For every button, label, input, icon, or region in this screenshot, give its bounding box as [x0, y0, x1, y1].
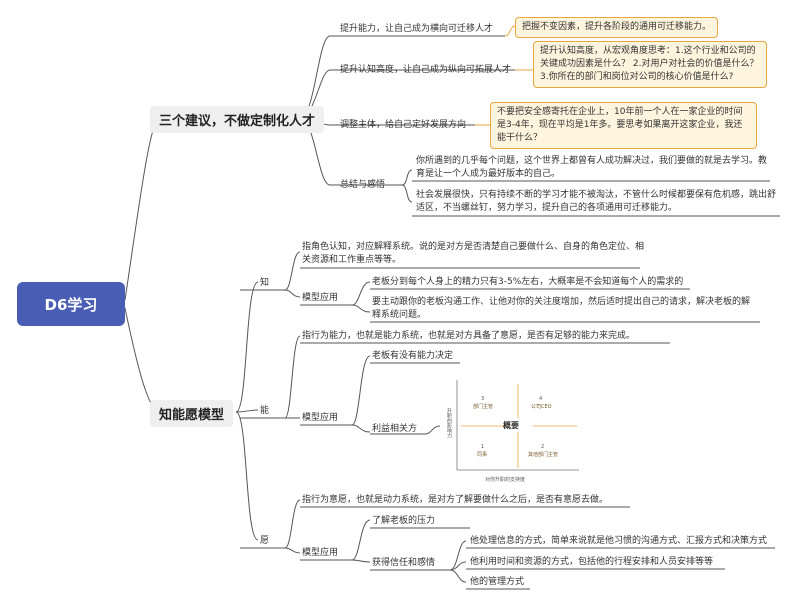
matrix-title: 概要 [503, 421, 519, 430]
quadrant-3-number: 3 [481, 396, 485, 402]
yuan-app-trust: 获得信任和感情 [372, 558, 436, 568]
suggestion-2-note: 提升认知高度，从宏观角度思考：1.这个行业和公司的关键成功因素是什么？ 2.对用… [533, 41, 767, 88]
neng-app-boss-decision: 老板有没有能力决定 [372, 351, 454, 361]
link-root-branch2 [124, 307, 161, 413]
trust-item-2: 他利用时间和资源的方式，包括他的行程安排和人员安排等等 [470, 557, 714, 567]
quadrant-1-label: 同事 [477, 452, 488, 458]
quadrant-3-label: 部门主管 [473, 404, 494, 410]
neng-description: 指行为能力，也就是能力系统，也就是对方具备了意愿，是否有足够的能力来完成。 [302, 331, 636, 341]
branch-zhi-neng-yuan-model[interactable]: 知能愿模型 [150, 400, 234, 427]
yuan-description: 指行为意愿，也就是动力系统，是对方了解要做什么之后，是否有意愿去做。 [302, 495, 609, 505]
yuan-app-boss-pressure: 了解老板的压力 [372, 516, 436, 526]
suggestion-1[interactable]: 提升能力，让自己成为横向可迁移人才 [340, 24, 494, 34]
neng-model-label[interactable]: 模型应用 [302, 413, 339, 423]
matrix-axes [456, 380, 579, 471]
zhi-description: 指角色认知，对应解释系统。说的是对方是否清楚自己要做什么、自身的角色定位、相关资… [302, 242, 645, 265]
suggestion-3-note: 不要把安全感寄托在企业上，10年前一个人在一家企业的时间是3-4年，现在平均是1… [490, 102, 757, 149]
suggestion-3[interactable]: 调整主体，给自己定好发展方向 [340, 120, 467, 130]
quadrant-2-number: 2 [541, 444, 545, 450]
neng-label[interactable]: 能 [260, 406, 270, 416]
root-topic[interactable]: D6学习 [17, 282, 125, 326]
neng-app-stakeholders: 利益相关方 [372, 424, 418, 434]
matrix-x-axis-label: 对你升职的支持度 [485, 477, 526, 483]
trust-item-1: 他处理信息的方式，简单来说就是他习惯的沟通方式、汇报方式和决策方式 [470, 536, 768, 546]
quadrant-1-number: 1 [481, 444, 485, 450]
branch-three-suggestions[interactable]: 三个建议，不做定制化人才 [150, 106, 325, 133]
summary-label[interactable]: 总结与感悟 [340, 180, 386, 190]
stakeholder-matrix: 概要 升职的影响力 对你升职的支持度 3 部门主管 4 公司CEO 1 同事 2… [443, 374, 583, 486]
quadrant-4-number: 4 [539, 396, 543, 402]
zhi-model-label[interactable]: 模型应用 [302, 293, 339, 303]
suggestion-2[interactable]: 提升认知高度，让自己成为纵向可拓展人才 [340, 65, 512, 75]
yuan-model-label[interactable]: 模型应用 [302, 548, 339, 558]
suggestion-1-note: 把握不变因素，提升各阶段的通用可迁移能力。 [515, 17, 719, 38]
zhi-label[interactable]: 知 [260, 278, 270, 288]
trust-item-3: 他的管理方式 [470, 577, 525, 587]
yuan-label[interactable]: 愿 [260, 536, 270, 546]
link-root-branch1 [124, 117, 161, 301]
quadrant-2-label: 其他部门主管 [528, 452, 559, 458]
quadrant-4-label: 公司CEO [531, 404, 552, 410]
summary-point-1: 你所遇到的几乎每个问题，这个世界上都曾有人成功解决过，我们要做的就是去学习。教育… [416, 156, 768, 179]
summary-point-2: 社会发展很快，只有持续不断的学习才能不被淘汰，不管什么时候都要保有危机感，跳出舒… [416, 190, 777, 213]
zhi-app-1: 老板分到每个人身上的精力只有3-5%左右，大概率是不会知道每个人的需求的 [372, 277, 684, 287]
matrix-y-axis-label: 升职的影响力 [446, 408, 452, 438]
zhi-app-2: 要主动跟你的老板沟通工作、让他对你的关注度增加，然后适时提出自己的请求，解决老板… [372, 297, 751, 320]
